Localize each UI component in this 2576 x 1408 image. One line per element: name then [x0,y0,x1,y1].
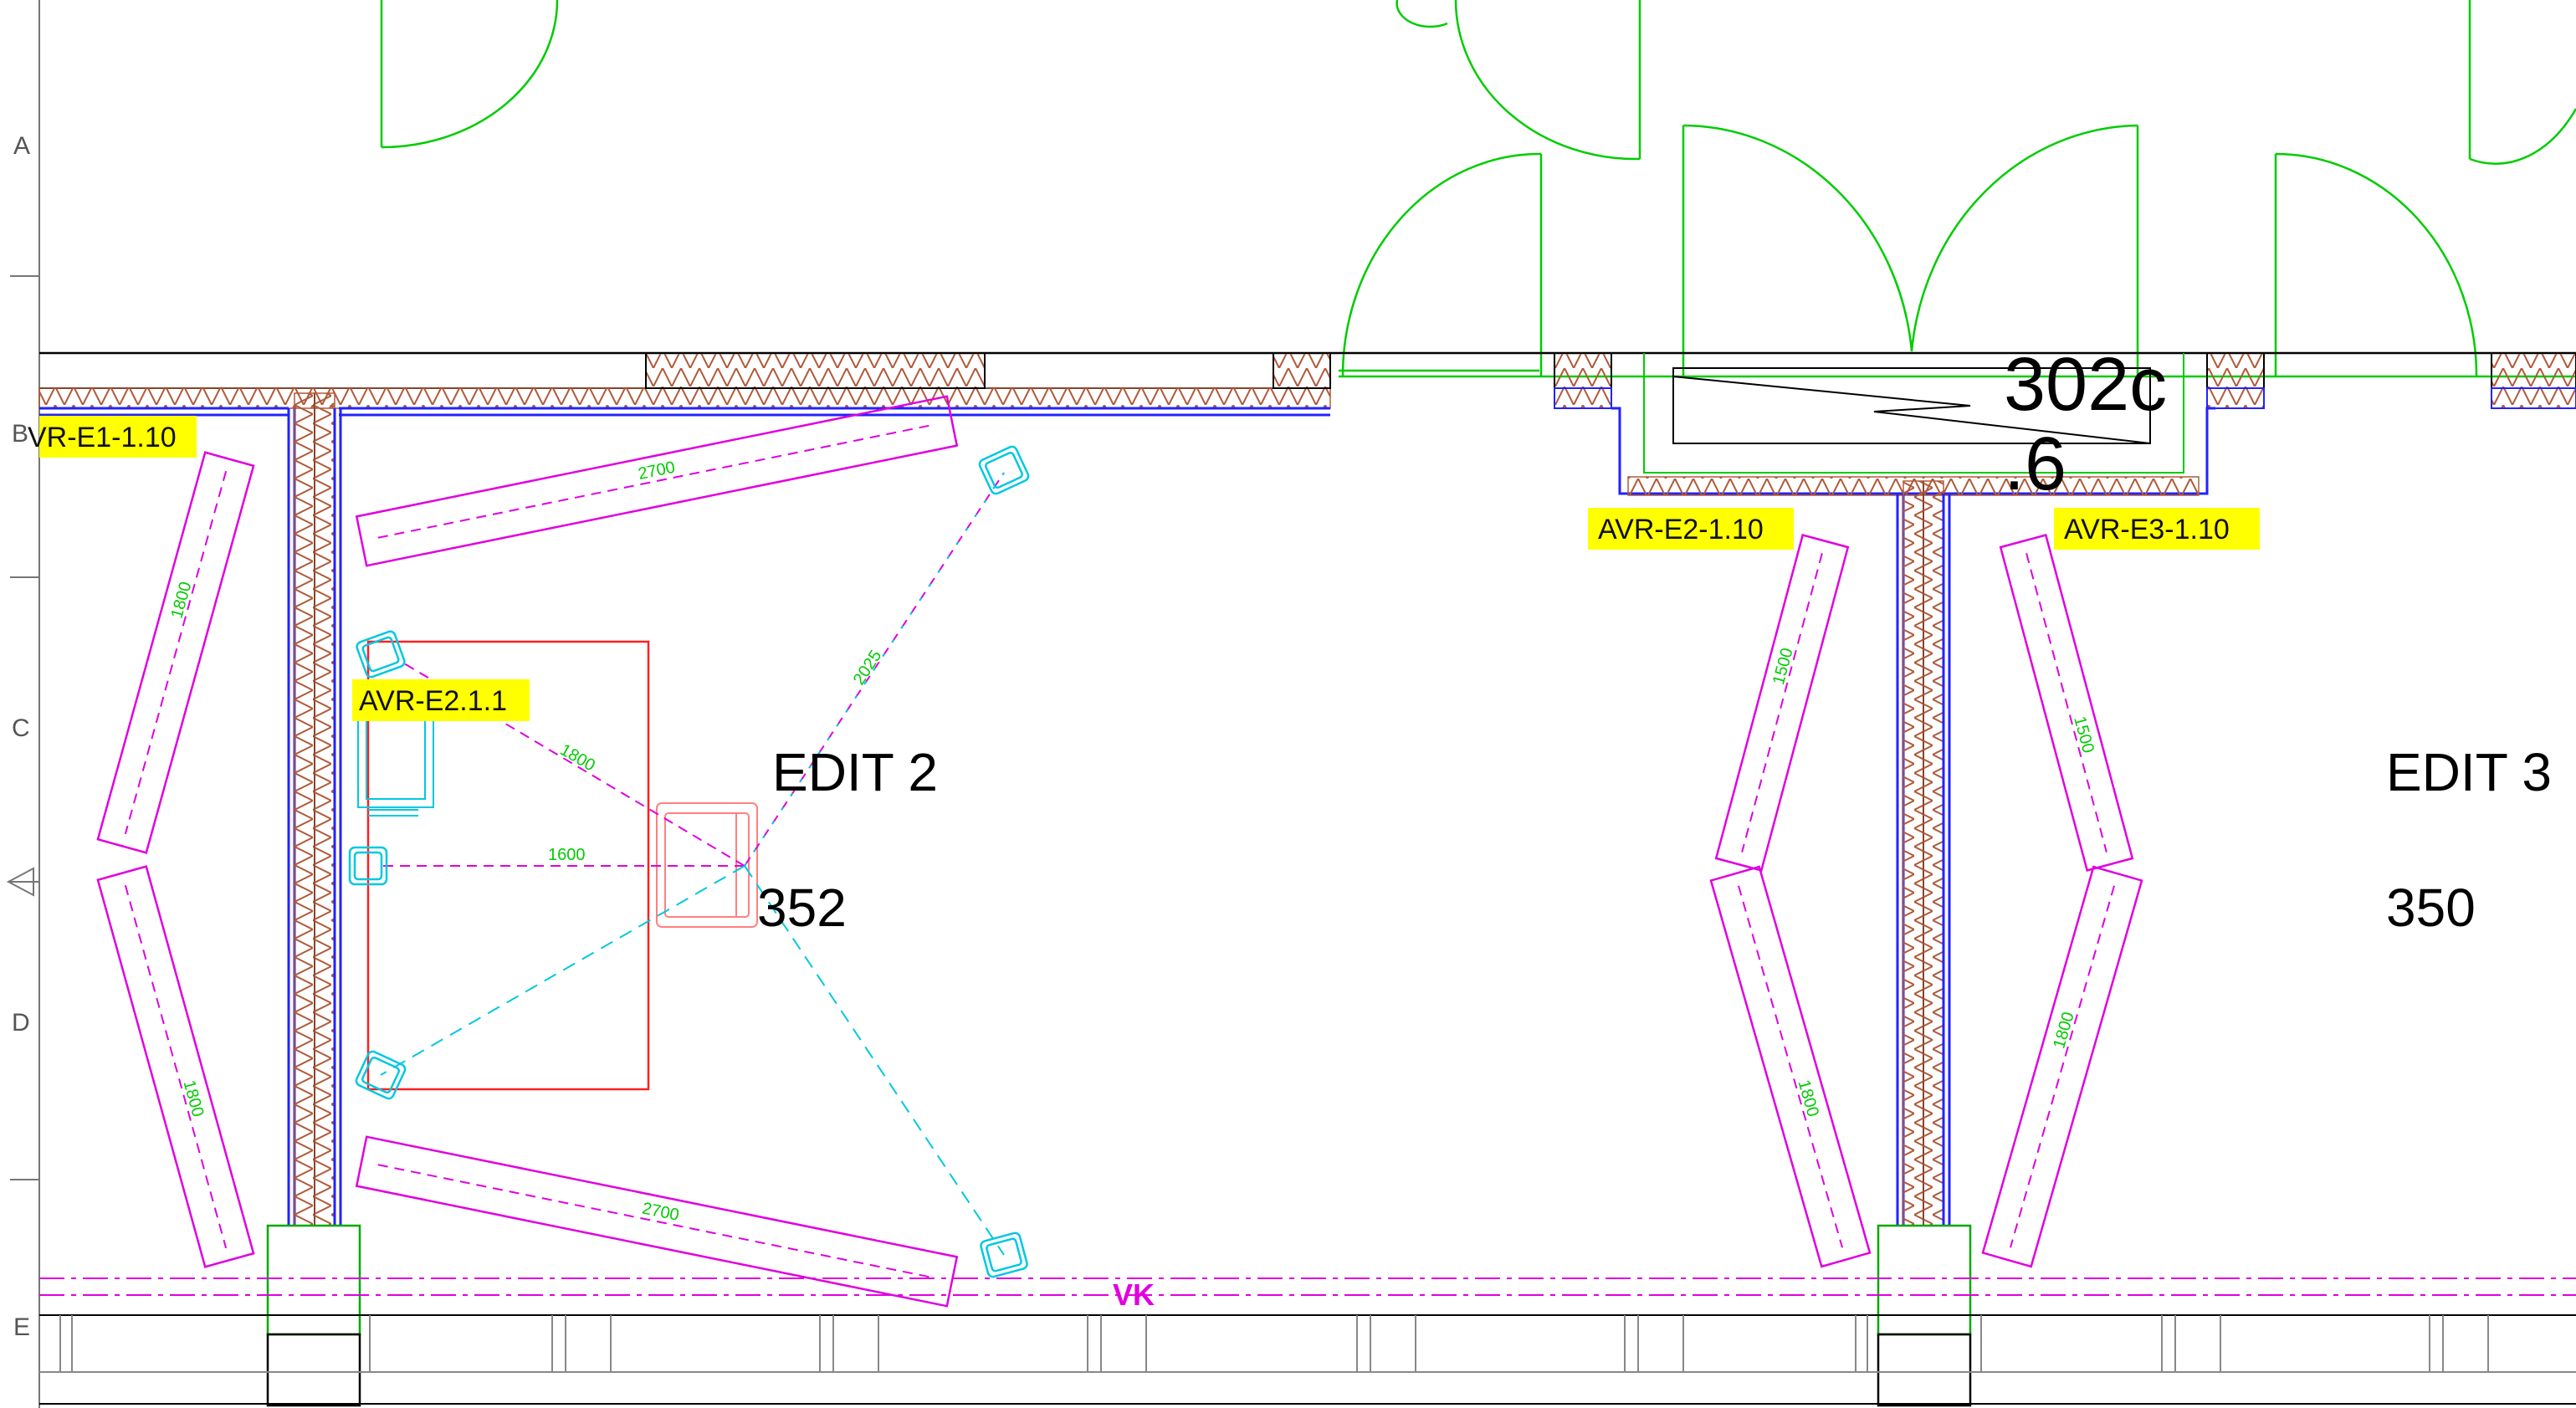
tag-avr-e2-1-1: AVR-E2.1.1 [359,685,507,717]
dim-e3-left-upper: 1500 [1769,646,1797,687]
room-name-edit-2: EDIT 2 [772,742,938,802]
panel-e3-left-lower: 1800 [1709,865,1872,1268]
tag-highlight [39,416,197,458]
room-number-352: 352 [757,878,847,938]
column-middle [1877,1224,1972,1336]
panel-left-upper: 1800 [96,451,255,854]
grid-label-b: B [12,420,28,448]
speaker-icon [355,1050,407,1100]
dim-e3-left-lower: 1800 [1795,1078,1822,1119]
dim-e3-right-upper: 1500 [2070,714,2097,755]
dim-spk-top-right: 2025 [850,647,886,688]
monitor-icon [357,706,434,817]
wall-niche: 302c .6 [1611,343,2215,506]
room-code-sub: .6 [2004,422,2066,506]
facade: VK [39,1277,2576,1405]
panel-e3-left-upper: 1500 [1714,534,1850,872]
grid-label-a: A [13,132,30,160]
room-labels: EDIT 2 352 EDIT 3 350 [757,742,2552,938]
grid-label-c: C [12,714,30,742]
tag-avr-e1: VR-E1-1.10 [28,422,177,453]
columns [266,1224,1972,1407]
panel-e3-right-lower: 1800 [1981,865,2143,1268]
tag-avr-e2: AVR-E2-1.10 [1598,514,1764,545]
tag-avr-e3: AVR-E3-1.10 [2064,514,2230,545]
dim-panel-bottom: 2700 [641,1199,681,1224]
top-wall [38,351,2576,417]
dim-spk-center: 1600 [548,846,586,864]
equipment-tags: VR-E1-1.10 AVR-E2.1.1 AVR-E2-1.10 AVR-E3… [28,416,2260,721]
grid-label-e: E [13,1313,30,1341]
room-name-edit-3: EDIT 3 [2386,742,2552,802]
panel-bottom: 2700 [355,1135,959,1308]
column-left [266,1224,361,1336]
desk-outline [366,640,650,1091]
acoustic-panels: 2700 2700 1800 1800 1500 1800 [96,395,2143,1308]
panel-left-lower: 1800 [96,865,255,1268]
dim-e3-right-lower: 1800 [2050,1010,2077,1051]
panel-e3-right-upper: 1500 [1999,534,2134,872]
speakers [348,445,1030,1278]
grid-ruler: A B C D E [6,0,40,1408]
vk-line-label: VK [1113,1277,1155,1312]
speaker-icon [978,445,1030,495]
speaker-lines: 2025 1800 1600 [376,472,1005,1256]
speaker-icon [980,1231,1028,1278]
wall-left [287,392,342,1226]
dim-spk-top-left: 1800 [557,740,599,775]
dim-left-lower: 1800 [179,1078,207,1119]
dim-panel-top: 2700 [637,458,677,484]
speaker-icon [348,846,388,886]
room-number-350: 350 [2386,878,2476,938]
speaker-icon [356,630,406,678]
room-code-main: 302c [2004,343,2167,427]
panel-top: 2700 [355,395,959,567]
door-swings [380,0,2576,378]
dim-left-upper: 1800 [167,580,195,621]
grid-label-d: D [12,1009,30,1037]
tag-highlight [1588,508,1794,550]
wall-middle [1896,480,1951,1226]
tag-highlight [2054,508,2260,550]
tag-highlight [352,679,530,721]
